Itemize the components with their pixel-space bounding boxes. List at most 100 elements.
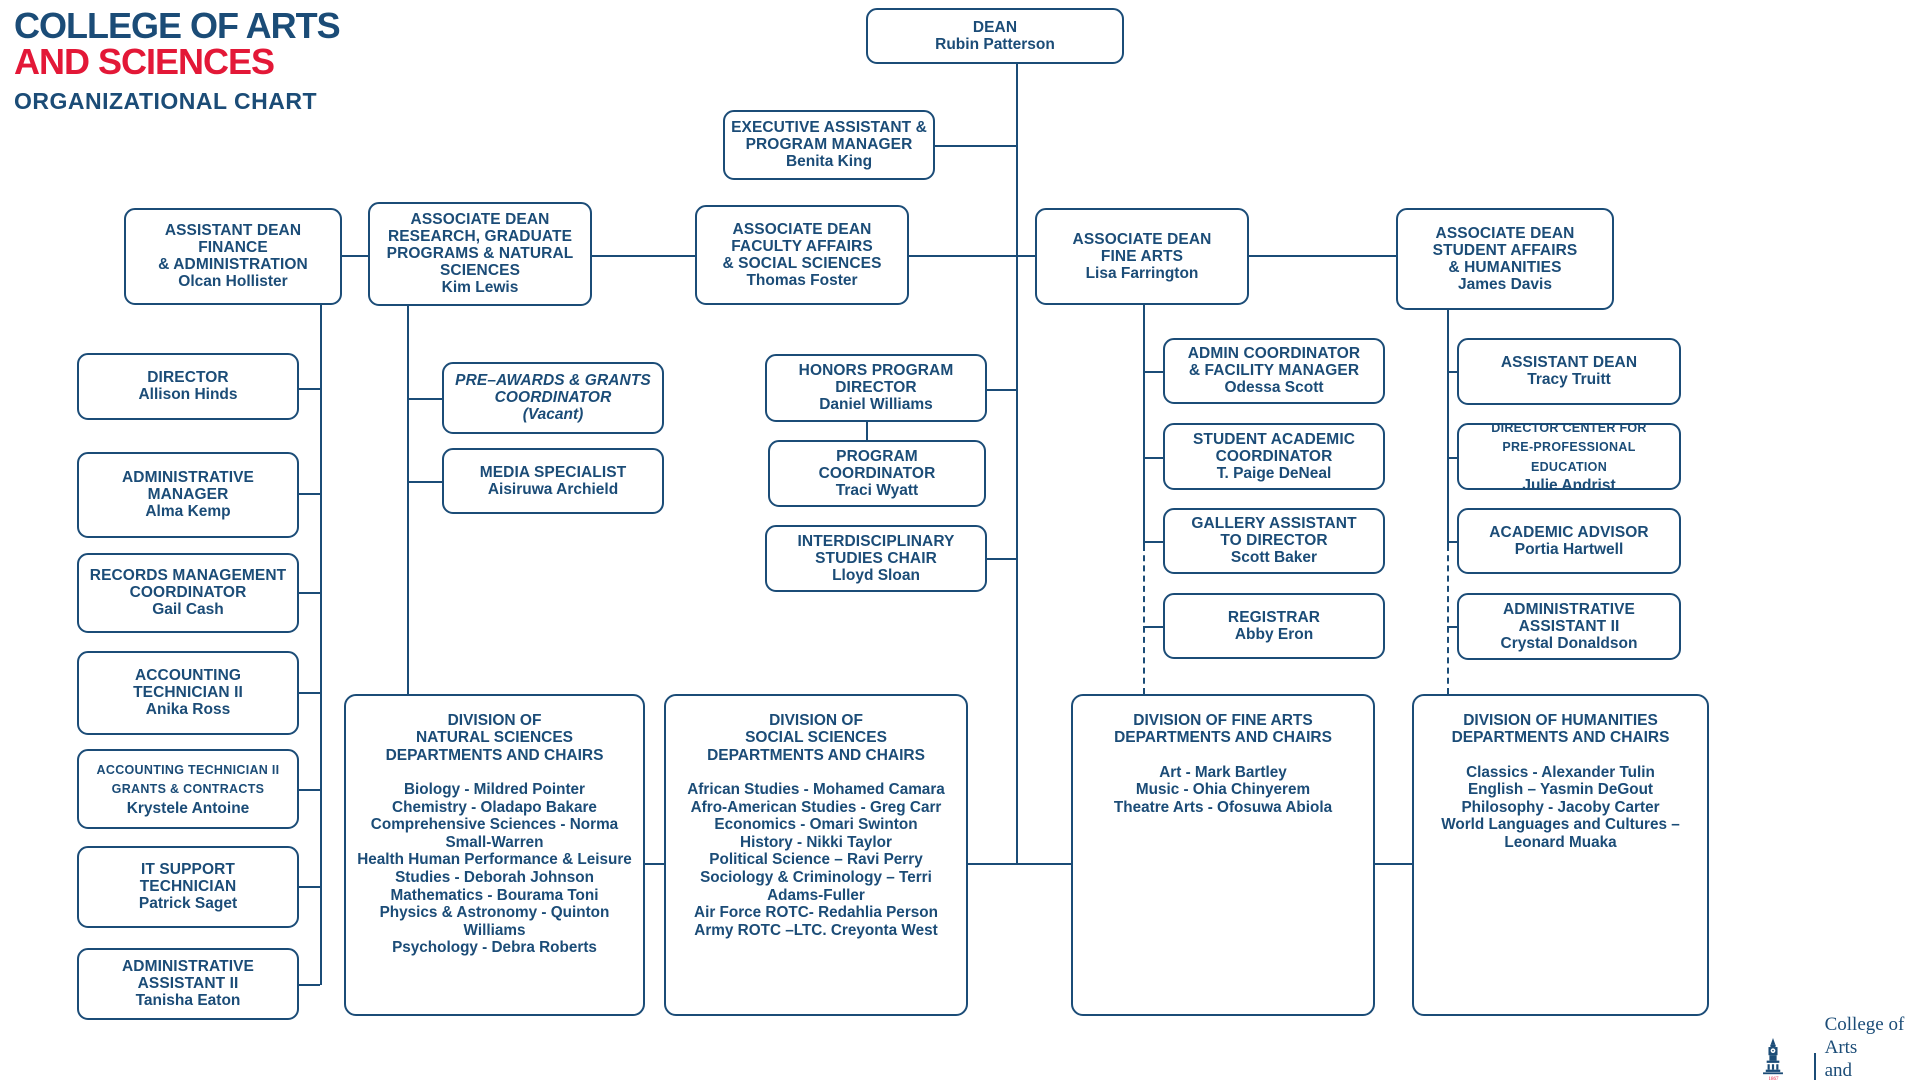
node-title: HONORS PROGRAM DIRECTOR [798, 362, 954, 397]
node-person: Gail Cash [152, 601, 224, 619]
node-title: STUDENT ACADEMIC COORDINATOR [1192, 430, 1356, 465]
node-person: Abby Eron [1234, 625, 1314, 643]
connector-stub [987, 389, 1016, 391]
node-honors-director: HONORS PROGRAM DIRECTOR Daniel Williams [765, 354, 987, 422]
division-social-sciences: DIVISION OF SOCIAL SCIENCES DEPARTMENTS … [664, 694, 968, 1016]
connector-stub [299, 493, 320, 495]
connector-col2-vertical [407, 306, 409, 694]
node-person: Olcan Hollister [178, 273, 288, 291]
division-chairs-list: Art - Mark Bartley Music - Ohia Chinyere… [1113, 763, 1333, 816]
connector-stub [1143, 371, 1163, 373]
node-program-coordinator: PROGRAM COORDINATOR Traci Wyatt [768, 440, 986, 507]
node-person: James Davis [1458, 275, 1552, 293]
division-chairs-list: Classics - Alexander Tulin English – Yas… [1441, 763, 1680, 852]
node-exec-assistant: EXECUTIVE ASSISTANT & PROGRAM MANAGER Be… [723, 110, 935, 180]
clock-tower-icon [1763, 1038, 1784, 1075]
node-person: Rubin Patterson [935, 35, 1055, 53]
connector-stub [1447, 541, 1457, 543]
node-director: DIRECTOR Allison Hinds [77, 353, 299, 420]
node-person: Benita King [785, 153, 873, 171]
node-title: ASSISTANT DEAN FINANCE & ADMINISTRATION [158, 222, 308, 274]
connector-stub [1143, 457, 1163, 459]
college-title-line1: COLLEGE OF ARTS [14, 5, 341, 46]
connector-honors-program [866, 422, 868, 440]
node-person: Tanisha Eaton [135, 992, 241, 1010]
node-title: RECORDS MANAGEMENT COORDINATOR [89, 567, 287, 602]
connector-stub [1143, 626, 1163, 628]
node-person: Daniel Williams [819, 396, 933, 414]
node-person: Crystal Donaldson [1500, 634, 1638, 652]
node-asst-dean-finance: ASSISTANT DEAN FINANCE & ADMINISTRATION … [124, 208, 342, 305]
howard-university-logo: 1867 HOWARD UNIVERSITY College of Arts a… [1742, 1014, 1920, 1080]
connector-stub [299, 984, 320, 986]
connector-stub [407, 481, 442, 483]
node-interdisciplinary-chair: INTERDISCIPLINARY STUDIES CHAIR Lloyd Sl… [765, 525, 987, 592]
node-title: ASSOCIATE DEAN FACULTY AFFAIRS & SOCIAL … [722, 220, 882, 272]
division-title: DIVISION OF FINE ARTS DEPARTMENTS AND CH… [1114, 712, 1332, 747]
node-person: Traci Wyatt [835, 481, 919, 499]
node-student-academic: STUDENT ACADEMIC COORDINATOR T. Paige De… [1163, 423, 1385, 490]
node-asst-dean-student: ASSISTANT DEAN Tracy Truitt [1457, 338, 1681, 405]
college-title-line2: AND SCIENCES [14, 41, 275, 82]
node-title: PRE–AWARDS & GRANTS COORDINATOR [455, 372, 651, 407]
division-title: DIVISION OF SOCIAL SCIENCES DEPARTMENTS … [707, 712, 925, 764]
connector-divisions [968, 863, 1071, 865]
node-title: DEAN [972, 18, 1018, 36]
node-person: Thomas Foster [746, 271, 858, 289]
node-media-specialist: MEDIA SPECIALIST Aisiruwa Archield [442, 448, 664, 514]
founding-year: 1867 [1768, 1077, 1779, 1080]
node-pre-awards: PRE–AWARDS & GRANTS COORDINATOR (Vacant) [442, 362, 664, 434]
division-title: DIVISION OF HUMANITIES DEPARTMENTS AND C… [1451, 712, 1670, 747]
connector-stub [299, 592, 320, 594]
node-academic-advisor: ACADEMIC ADVISOR Portia Hartwell [1457, 508, 1681, 574]
connector-stub [299, 388, 320, 390]
connector-stub [1447, 371, 1457, 373]
division-fine-arts: DIVISION OF FINE ARTS DEPARTMENTS AND CH… [1071, 694, 1375, 1016]
node-accounting-tech-grants: ACCOUNTING TECHNICIAN II GRANTS & CONTRA… [77, 749, 299, 829]
node-person: Lloyd Sloan [832, 566, 920, 584]
connector-divisions [644, 863, 664, 865]
howard-logo-stack: 1867 HOWARD UNIVERSITY [1742, 1038, 1805, 1080]
node-person: Lisa Farrington [1085, 264, 1199, 282]
node-records-coordinator: RECORDS MANAGEMENT COORDINATOR Gail Cash [77, 553, 299, 633]
connector-col4-dashed [1143, 545, 1145, 694]
logo-divider [1813, 1053, 1816, 1080]
node-person: Krystele Antoine [126, 799, 250, 817]
node-title: REGISTRAR [1227, 608, 1321, 626]
node-title: ACADEMIC ADVISOR [1489, 523, 1649, 541]
node-title: ADMIN COORDINATOR & FACILITY MANAGER [1187, 345, 1361, 380]
connector-col5-dashed [1447, 545, 1449, 694]
node-admin-assistant-1: ADMINISTRATIVE ASSISTANT II Tanisha Eato… [77, 948, 299, 1020]
node-person: Tracy Truitt [1527, 371, 1611, 389]
node-admin-coordinator: ADMIN COORDINATOR & FACILITY MANAGER Ode… [1163, 338, 1385, 404]
node-title: ADMINISTRATIVE MANAGER [122, 469, 254, 504]
node-title: ASSOCIATE DEAN STUDENT AFFAIRS & HUMANIT… [1432, 224, 1578, 276]
node-person: Patrick Saget [138, 895, 238, 913]
connector-dean-vertical [1016, 64, 1018, 863]
node-registrar: REGISTRAR Abby Eron [1163, 593, 1385, 659]
connector-stub [1143, 541, 1163, 543]
node-admin-assistant-2: ADMINISTRATIVE ASSISTANT II Crystal Dona… [1457, 593, 1681, 660]
node-person: T. Paige DeNeal [1216, 464, 1332, 482]
division-humanities: DIVISION OF HUMANITIES DEPARTMENTS AND C… [1412, 694, 1709, 1016]
node-director-preprofessional: DIRECTOR CENTER FOR PRE-PROFESSIONAL EDU… [1457, 421, 1681, 494]
node-it-support: IT SUPPORT TECHNICIAN Patrick Saget [77, 846, 299, 928]
node-title: ASSOCIATE DEAN RESEARCH, GRADUATE PROGRA… [386, 211, 574, 280]
node-assoc-dean-student: ASSOCIATE DEAN STUDENT AFFAIRS & HUMANIT… [1396, 208, 1614, 310]
node-title: ADMINISTRATIVE ASSISTANT II [122, 958, 254, 993]
connector-divisions [1375, 863, 1412, 865]
node-title: ASSOCIATE DEAN FINE ARTS [1072, 230, 1212, 265]
division-natural-sciences: DIVISION OF NATURAL SCIENCES DEPARTMENTS… [344, 694, 645, 1016]
node-assoc-dean-finearts: ASSOCIATE DEAN FINE ARTS Lisa Farrington [1035, 208, 1249, 305]
node-assoc-dean-research: ASSOCIATE DEAN RESEARCH, GRADUATE PROGRA… [368, 202, 592, 306]
node-title: ACCOUNTING TECHNICIAN II [133, 667, 243, 702]
node-title: MEDIA SPECIALIST [479, 463, 627, 481]
node-title: DIRECTOR [147, 369, 229, 387]
node-title: ASSISTANT DEAN [1500, 354, 1638, 372]
division-chairs-list: African Studies - Mohamed Camara Afro-Am… [687, 781, 945, 939]
node-title: IT SUPPORT TECHNICIAN [139, 861, 237, 896]
node-title: DIRECTOR CENTER FOR PRE-PROFESSIONAL EDU… [1491, 420, 1647, 474]
node-person: Alma Kemp [145, 503, 231, 521]
chart-subtitle: ORGANIZATIONAL CHART [14, 88, 318, 114]
